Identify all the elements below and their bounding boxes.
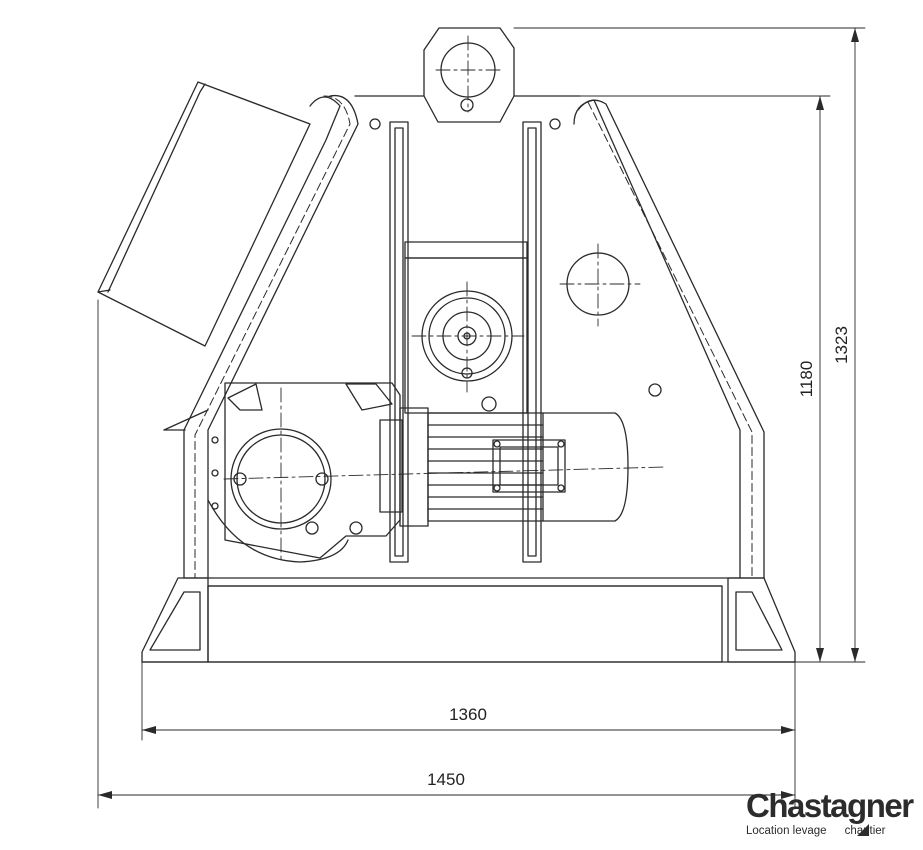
- dimension-label-frame-height: 1180: [797, 361, 816, 398]
- dimension-arrows: [98, 28, 859, 799]
- brand-mark-icon: [857, 824, 869, 836]
- brand-tagline-left: Location levage: [746, 825, 827, 837]
- brand-tagline: Location levage chantier: [746, 825, 885, 837]
- brand-tagline-right: chantier: [844, 825, 886, 837]
- dimension-label-overall-height: 1323: [832, 326, 851, 364]
- center-lines: [223, 35, 666, 561]
- left-tube-leg: [163, 94, 359, 579]
- base-skid: [141, 577, 796, 663]
- lifting-eye: [423, 27, 515, 123]
- dimension-lines: [97, 27, 866, 809]
- dimension-label-overall-width: 1450: [427, 770, 465, 789]
- brand-name: Chastagner: [746, 787, 914, 824]
- dimension-label-base-width: 1360: [449, 705, 487, 724]
- hopper: [97, 81, 311, 347]
- gearbox: [207, 382, 401, 563]
- right-tube-leg: [573, 99, 765, 579]
- frame-plate: [354, 95, 662, 397]
- slide-rails: [389, 121, 542, 563]
- company-logo: Chastagner Location levage chantier: [744, 787, 920, 847]
- electric-motor: [379, 407, 629, 527]
